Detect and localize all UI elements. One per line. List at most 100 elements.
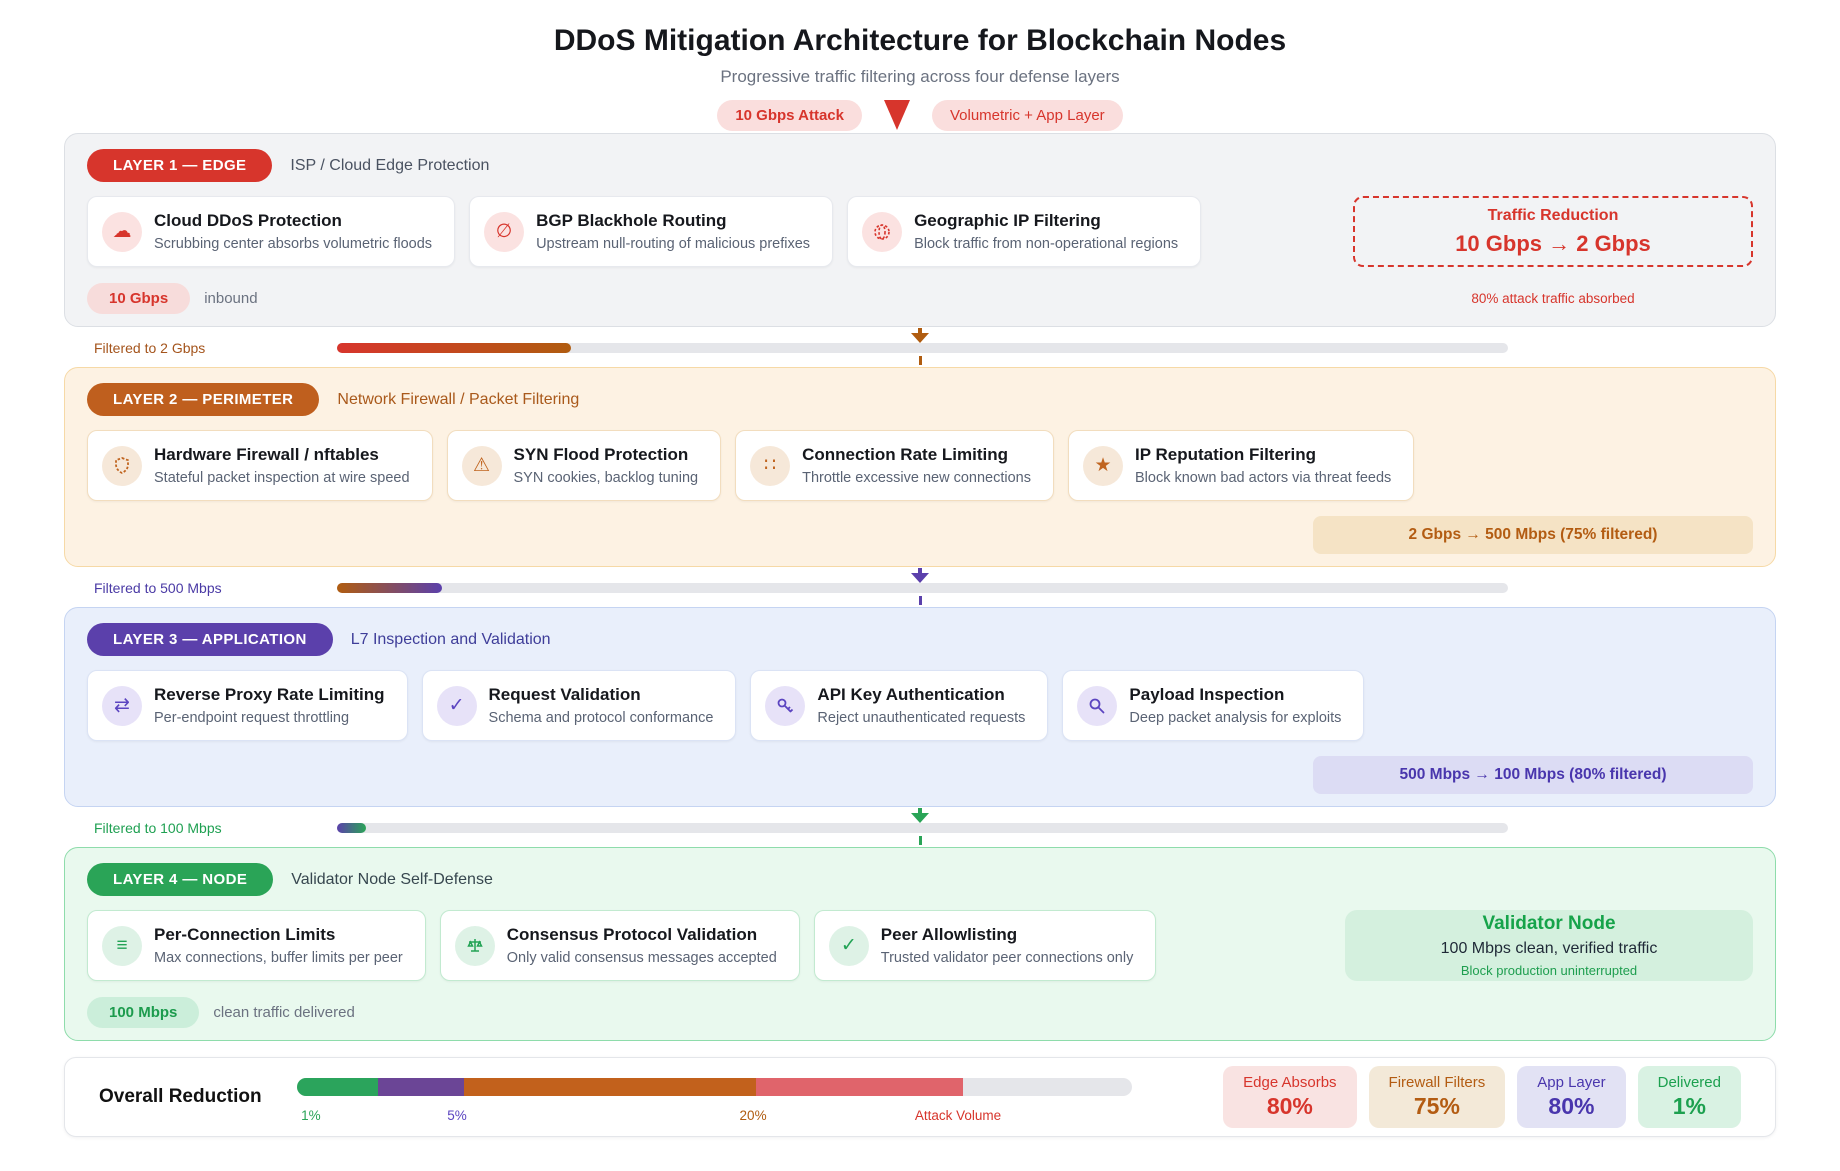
edge-absorption-note: 80% attack traffic absorbed bbox=[1471, 290, 1635, 306]
attack-type-badge: Volumetric + App Layer bbox=[931, 99, 1123, 131]
card-desc: Trusted validator peer connections only bbox=[880, 950, 1134, 966]
clean-volume-badge: 100 Mbps bbox=[87, 996, 200, 1028]
traffic-reduction-value: 10 Gbps → 2 Gbps bbox=[1455, 230, 1651, 256]
validator-node-status: Block production uninterrupted bbox=[1460, 963, 1638, 978]
card-desc: Max connections, buffer limits per peer bbox=[154, 950, 403, 966]
card-syn-flood-protection: ⚠ SYN Flood Protection SYN cookies, back… bbox=[446, 430, 722, 501]
layer-2-perimeter-section: LAYER 2 — PERIMETER Network Firewall / P… bbox=[64, 367, 1776, 567]
rate-dots-icon: ∷ bbox=[750, 445, 791, 486]
shield-icon bbox=[102, 445, 142, 486]
validator-node-title: Validator Node bbox=[1482, 913, 1616, 934]
card-hardware-firewall: Hardware Firewall / nftables Stateful pa… bbox=[87, 430, 433, 501]
card-desc: Scrubbing center absorbs volumetric floo… bbox=[154, 236, 433, 252]
validator-node-panel: Validator Node 100 Mbps clean, verified … bbox=[1345, 910, 1753, 981]
card-title: SYN Flood Protection bbox=[513, 445, 689, 464]
card-desc: Block known bad actors via threat feeds bbox=[1135, 470, 1392, 486]
flow-down-arrow-icon bbox=[911, 328, 929, 365]
page-title: DDoS Mitigation Architecture for Blockch… bbox=[553, 24, 1287, 57]
card-title: Payload Inspection bbox=[1129, 685, 1285, 704]
card-title: Request Validation bbox=[488, 685, 641, 704]
card-desc: Deep packet analysis for exploits bbox=[1129, 710, 1342, 726]
card-request-validation: ✓ Request Validation Schema and protocol… bbox=[421, 670, 737, 741]
card-title: Per-Connection Limits bbox=[154, 925, 336, 944]
overall-reduction-label: Overall Reduction bbox=[99, 1086, 262, 1107]
layer-3-header: LAYER 3 — APPLICATION L7 Inspection and … bbox=[87, 623, 1753, 656]
stat-delivered: Delivered 1% bbox=[1637, 1066, 1741, 1128]
traffic-bar-fill bbox=[337, 583, 443, 593]
card-desc: Stateful packet inspection at wire speed bbox=[154, 470, 410, 486]
layer-2-header: LAYER 2 — PERIMETER Network Firewall / P… bbox=[87, 383, 1753, 416]
bar-segment-edge bbox=[756, 1078, 964, 1096]
clean-traffic-label: clean traffic delivered bbox=[213, 1003, 355, 1021]
card-consensus-protocol-validation: Consensus Protocol Validation Only valid… bbox=[439, 910, 800, 981]
traffic-bar-track bbox=[337, 343, 1508, 353]
layer-1-subtitle: ISP / Cloud Edge Protection bbox=[290, 156, 490, 174]
stat-edge-absorbs: Edge Absorbs 80% bbox=[1223, 1066, 1357, 1128]
validator-node-traffic: 100 Mbps clean, verified traffic bbox=[1440, 940, 1658, 957]
layer-2-reduction-badge: 2 Gbps → 500 Mbps (75% filtered) bbox=[1313, 516, 1753, 554]
stat-app-layer: App Layer 80% bbox=[1517, 1066, 1626, 1128]
traffic-bar-track bbox=[337, 583, 1508, 593]
card-title: Reverse Proxy Rate Limiting bbox=[154, 685, 385, 704]
traffic-bar-fill bbox=[337, 823, 367, 833]
layer-3-cards-row: ⇄ Reverse Proxy Rate Limiting Per-endpoi… bbox=[87, 670, 1753, 741]
flow-down-arrow-icon bbox=[911, 808, 929, 845]
traffic-bar-track bbox=[337, 823, 1508, 833]
card-per-connection-limits: ≡ Per-Connection Limits Max connections,… bbox=[87, 910, 426, 981]
transition-layer3-to-layer4: Filtered to 100 Mbps bbox=[64, 807, 1776, 847]
bar-segment-firewall bbox=[463, 1078, 757, 1096]
transition-label: Filtered to 500 Mbps bbox=[94, 580, 222, 596]
card-title: Connection Rate Limiting bbox=[802, 445, 1008, 464]
card-cloud-ddos-protection: ☁ Cloud DDoS Protection Scrubbing center… bbox=[87, 196, 456, 267]
transition-layer1-to-layer2: Filtered to 2 Gbps bbox=[64, 327, 1776, 367]
bar-tick-attack-volume: Attack Volume bbox=[914, 1108, 1002, 1123]
check-circle-icon: ✓ bbox=[828, 925, 869, 966]
list-icon: ≡ bbox=[102, 925, 142, 966]
bar-tick-5pct: 5% bbox=[447, 1108, 467, 1123]
card-payload-inspection: Payload Inspection Deep packet analysis … bbox=[1062, 670, 1365, 741]
transition-layer2-to-layer3: Filtered to 500 Mbps bbox=[64, 567, 1776, 607]
card-title: BGP Blackhole Routing bbox=[536, 211, 727, 230]
card-connection-rate-limiting: ∷ Connection Rate Limiting Throttle exce… bbox=[735, 430, 1054, 501]
card-title: API Key Authentication bbox=[817, 685, 1005, 704]
layer-4-node-section: LAYER 4 — NODE Validator Node Self-Defen… bbox=[64, 847, 1776, 1041]
overall-reduction-bar bbox=[297, 1078, 1132, 1096]
layer-4-footer-row: 100 Mbps clean traffic delivered bbox=[87, 996, 1753, 1028]
layer-3-reduction-badge: 500 Mbps → 100 Mbps (80% filtered) bbox=[1313, 756, 1753, 794]
bar-tick-1pct: 1% bbox=[301, 1108, 321, 1123]
bar-segment-delivered bbox=[297, 1078, 378, 1096]
card-title: Peer Allowlisting bbox=[880, 925, 1018, 944]
stat-label: Delivered bbox=[1657, 1074, 1721, 1091]
inbound-volume-badge: 10 Gbps bbox=[87, 282, 191, 314]
card-bgp-blackhole-routing: ∅ BGP Blackhole Routing Upstream null-ro… bbox=[469, 196, 834, 267]
stat-firewall-filters: Firewall Filters 75% bbox=[1368, 1066, 1506, 1128]
scales-icon bbox=[454, 925, 495, 966]
overall-reduction-summary: Overall Reduction 1% 5% 20% Attack Volum… bbox=[64, 1057, 1776, 1137]
layer-2-subtitle: Network Firewall / Packet Filtering bbox=[337, 390, 580, 408]
layer-3-subtitle: L7 Inspection and Validation bbox=[350, 630, 551, 648]
card-desc: Throttle excessive new connections bbox=[802, 470, 1031, 486]
null-route-icon: ∅ bbox=[484, 211, 525, 252]
page-subtitle: Progressive traffic filtering across fou… bbox=[720, 67, 1120, 86]
layer-1-cards-row: ☁ Cloud DDoS Protection Scrubbing center… bbox=[87, 196, 1753, 267]
traffic-reduction-box: Traffic Reduction 10 Gbps → 2 Gbps bbox=[1353, 196, 1753, 267]
card-desc: Only valid consensus messages accepted bbox=[506, 950, 777, 966]
layer-3-application-section: LAYER 3 — APPLICATION L7 Inspection and … bbox=[64, 607, 1776, 807]
card-desc: Per-endpoint request throttling bbox=[154, 710, 350, 726]
bar-segment-app-layer bbox=[377, 1078, 464, 1096]
inbound-label: inbound bbox=[204, 289, 258, 307]
layer-1-pill: LAYER 1 — EDGE bbox=[87, 149, 273, 182]
layer-1-header: LAYER 1 — EDGE ISP / Cloud Edge Protecti… bbox=[87, 149, 1753, 182]
stat-label: Edge Absorbs bbox=[1243, 1074, 1337, 1091]
bar-tick-20pct: 20% bbox=[739, 1108, 767, 1123]
layer-4-subtitle: Validator Node Self-Defense bbox=[291, 870, 493, 888]
stat-value: 80% bbox=[1266, 1093, 1313, 1119]
card-reverse-proxy-rate-limiting: ⇄ Reverse Proxy Rate Limiting Per-endpoi… bbox=[87, 670, 408, 741]
transition-label: Filtered to 2 Gbps bbox=[94, 340, 206, 356]
overall-reduction-bar-area: 1% 5% 20% Attack Volume bbox=[297, 1066, 1132, 1128]
key-icon bbox=[765, 685, 806, 726]
stat-label: App Layer bbox=[1537, 1074, 1606, 1091]
layer-4-header: LAYER 4 — NODE Validator Node Self-Defen… bbox=[87, 863, 1753, 896]
card-ip-reputation-filtering: ★ IP Reputation Filtering Block known ba… bbox=[1068, 430, 1415, 501]
